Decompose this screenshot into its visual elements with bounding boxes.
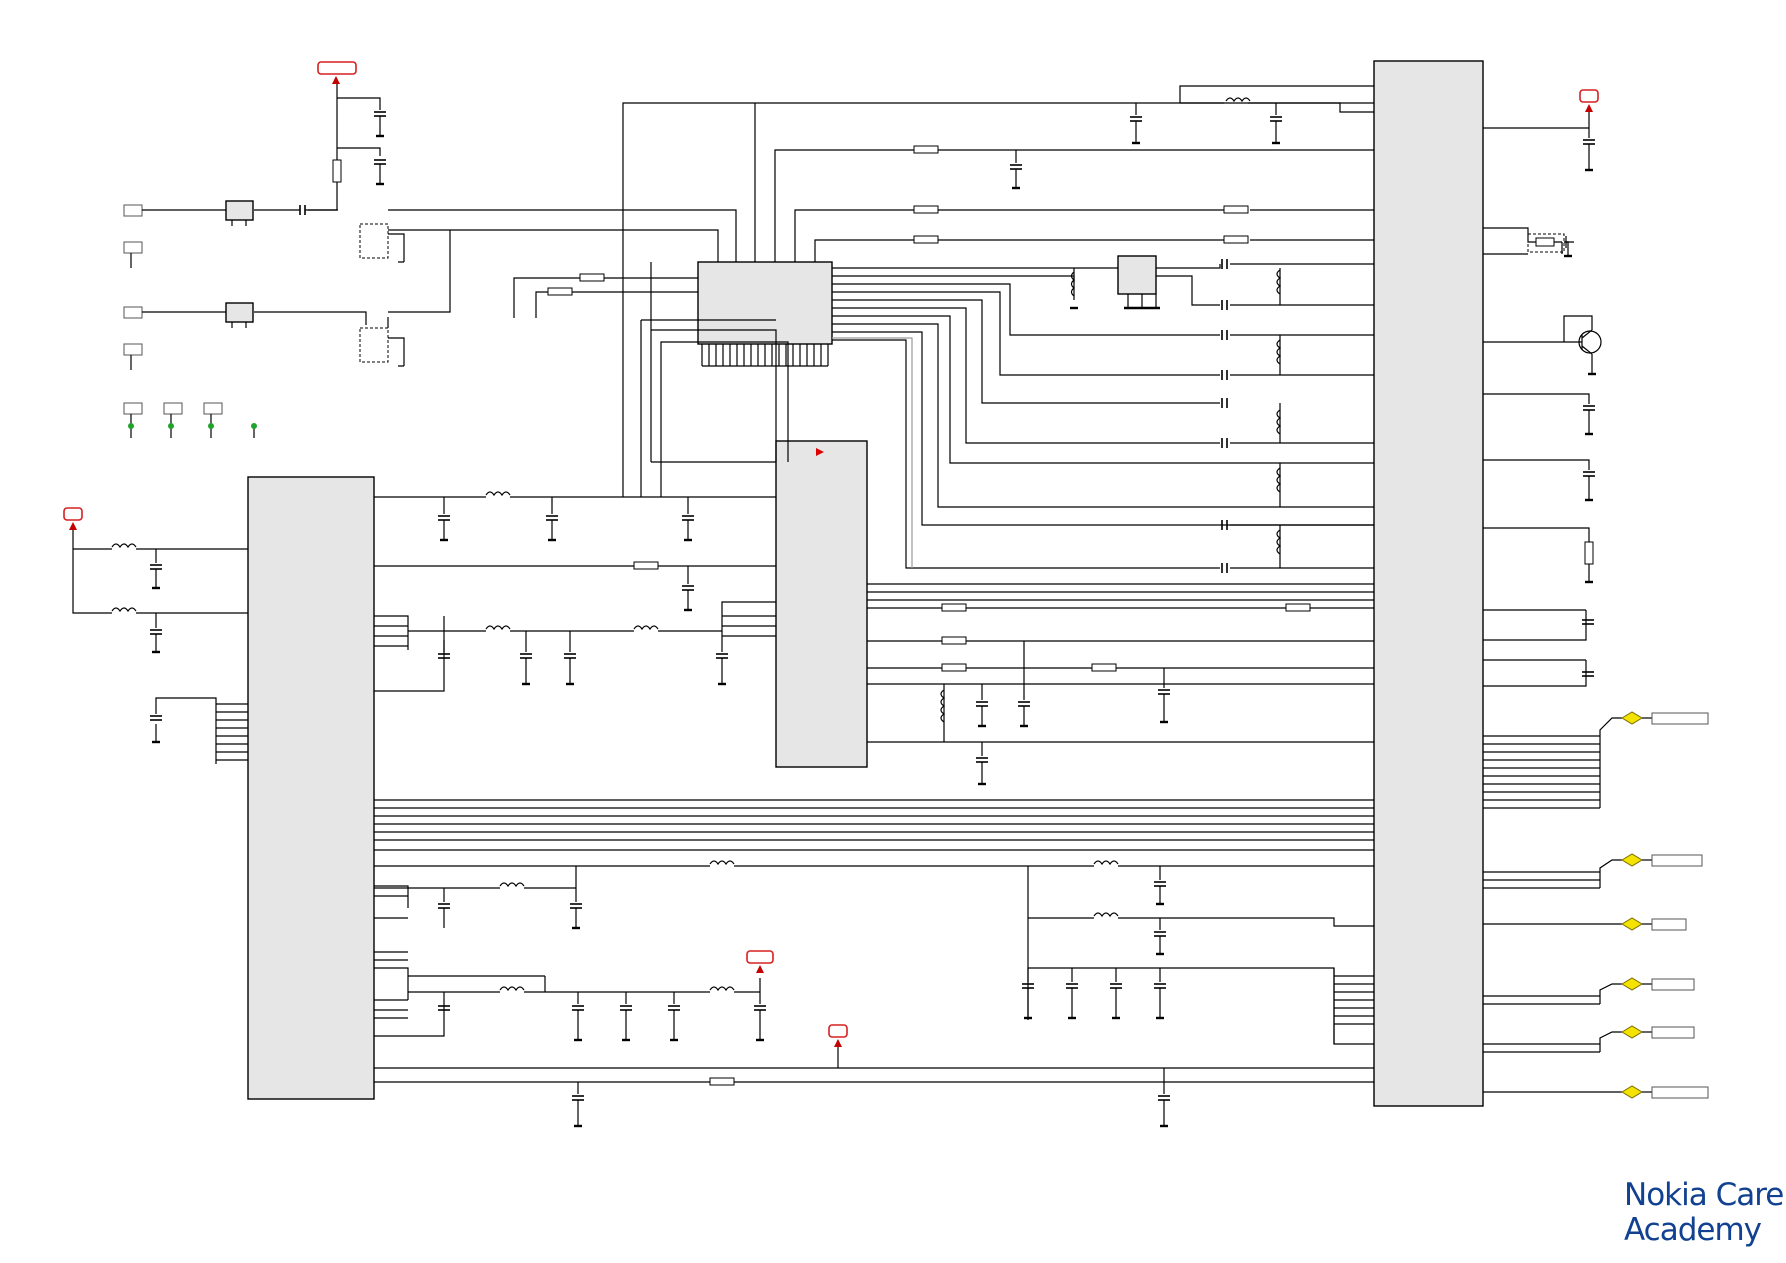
net-label-bus-2 bbox=[1483, 853, 1703, 889]
rf-filter-ic bbox=[1117, 255, 1157, 295]
power-flag-bottom bbox=[828, 1024, 848, 1038]
power-flag-lower bbox=[746, 950, 774, 964]
pin1-marker bbox=[816, 448, 824, 456]
net-label-single bbox=[1483, 917, 1687, 931]
net-label-bus-4 bbox=[1483, 1025, 1695, 1053]
right-connector bbox=[1373, 60, 1484, 1107]
data-bus bbox=[374, 799, 1374, 1045]
test-point bbox=[128, 423, 134, 429]
net-label-bus-1 bbox=[1483, 711, 1709, 809]
rf-matching-network bbox=[832, 259, 1374, 573]
left-ic bbox=[247, 476, 375, 1100]
power-flag-right bbox=[1579, 89, 1599, 103]
test-point bbox=[208, 423, 214, 429]
rf-switch bbox=[359, 223, 389, 259]
logo-line-2: Academy bbox=[1624, 1212, 1762, 1248]
ic-pins bbox=[701, 344, 829, 367]
crystal bbox=[1527, 233, 1565, 253]
power-flag-left bbox=[63, 507, 83, 521]
net-label-bottom bbox=[1483, 1085, 1709, 1099]
test-point bbox=[168, 423, 174, 429]
power-arrow bbox=[332, 76, 340, 84]
power-flag-top-left bbox=[317, 61, 357, 75]
rf-switch bbox=[359, 327, 389, 363]
top-ic bbox=[697, 261, 833, 345]
antenna-connectors bbox=[123, 204, 223, 415]
net-label-bus-3 bbox=[1483, 977, 1695, 1005]
test-point bbox=[251, 423, 257, 429]
nokia-care-academy-logo: Nokia Care Academy bbox=[1624, 1177, 1784, 1248]
logo-line-1: Nokia Care bbox=[1624, 1177, 1784, 1213]
center-ic bbox=[775, 440, 868, 768]
